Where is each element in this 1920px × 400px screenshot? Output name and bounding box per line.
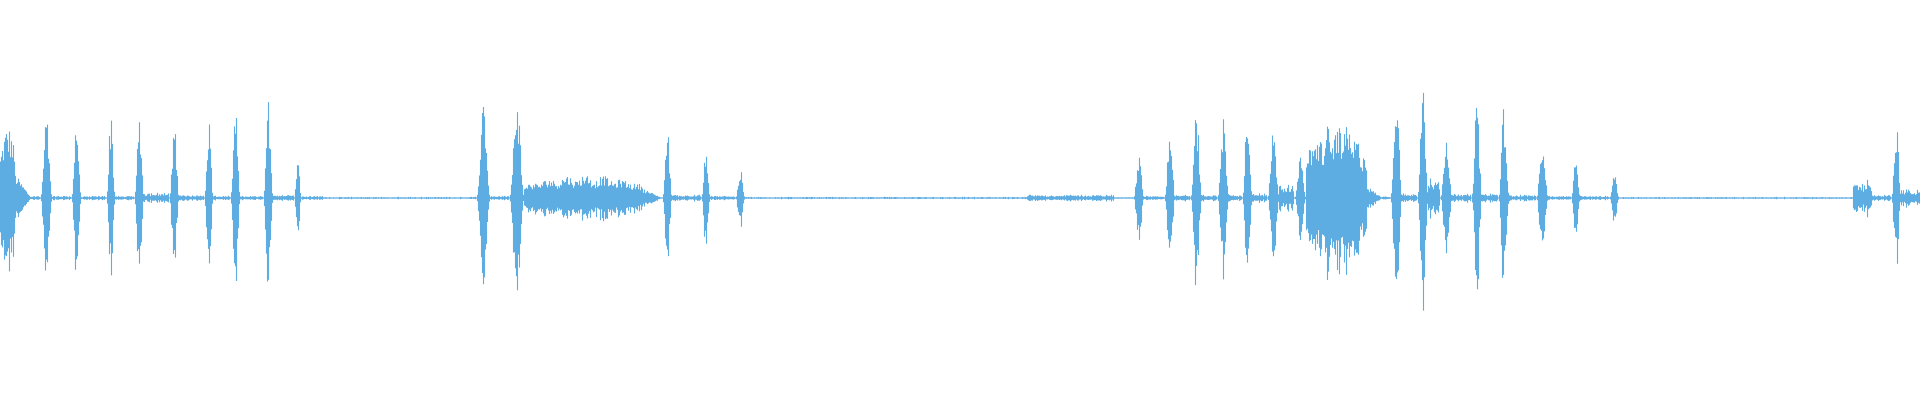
waveform-segment-4 (51, 196, 72, 201)
waveform-segment-41 (1216, 119, 1230, 280)
waveform-segment-43 (1241, 137, 1253, 263)
waveform-segment-9 (133, 122, 145, 264)
waveform-segment-2 (30, 196, 41, 200)
waveform-segment-32 (744, 196, 1028, 200)
waveform-segment-47 (1293, 157, 1307, 240)
waveform-segment-53 (1416, 92, 1429, 311)
waveform-segment-42 (1228, 195, 1243, 202)
waveform-segment-5 (70, 135, 82, 270)
waveform-segment-6 (80, 196, 107, 201)
waveform-segment-35 (1132, 157, 1145, 240)
waveform-segment-63 (1570, 165, 1581, 232)
waveform-segment-62 (1547, 195, 1572, 200)
waveform-segment-45 (1266, 135, 1280, 257)
waveform-segment-58 (1481, 193, 1499, 203)
waveform-segment-48 (1305, 126, 1368, 280)
waveform-segment-49 (1366, 188, 1383, 208)
waveform-segment-61 (1535, 156, 1549, 241)
waveform-segment-36 (1143, 195, 1165, 201)
waveform-segment-65 (1608, 177, 1620, 221)
waveform-segment-70 (1900, 189, 1920, 208)
waveform-segment-13 (203, 124, 214, 264)
waveform-segment-8 (114, 196, 135, 201)
waveform-segment-44 (1251, 193, 1268, 203)
waveform-segment-0 (0, 131, 16, 272)
waveform-segment-29 (700, 156, 711, 244)
waveform-segment-52 (1401, 193, 1418, 202)
waveform-segment-37 (1163, 141, 1176, 248)
waveform-segment-54 (1427, 178, 1441, 219)
waveform-segment-50 (1381, 196, 1391, 200)
waveform-segment-51 (1389, 120, 1403, 279)
waveform-segment-34 (1113, 197, 1134, 199)
waveform-segment-64 (1579, 195, 1610, 201)
waveform-segment-3 (39, 124, 53, 271)
waveform-segment-15 (229, 118, 241, 281)
waveform-segment-21 (322, 196, 477, 200)
waveform-segment-59 (1497, 109, 1510, 278)
waveform-segment-40 (1201, 194, 1218, 202)
waveform-segment-39 (1189, 120, 1203, 286)
waveform-segment-19 (293, 165, 302, 231)
waveform-segment-20 (300, 196, 324, 200)
waveform-segment-10 (143, 192, 170, 203)
waveform-segment-55 (1439, 142, 1453, 254)
waveform-segment-25 (523, 176, 644, 222)
waveform-amplitude-bars (0, 92, 1920, 311)
waveform-segment-38 (1174, 194, 1191, 202)
waveform-segment-33 (1026, 194, 1115, 202)
waveform-segment-60 (1508, 194, 1537, 202)
waveform-segment-18 (272, 195, 295, 201)
waveform-segment-69 (1890, 132, 1902, 264)
waveform-segment-26 (642, 189, 663, 207)
waveform-segment-30 (709, 195, 736, 201)
waveform-segment-22 (475, 107, 491, 285)
waveform-segment-14 (212, 195, 231, 201)
waveform-segment-12 (178, 195, 205, 201)
waveform-segment-66 (1618, 196, 1854, 200)
waveform-segment-16 (239, 196, 264, 201)
waveform-segment-68 (1871, 195, 1892, 201)
waveform-segment-67 (1852, 179, 1873, 218)
waveform-segment-17 (262, 102, 274, 282)
waveform-segment-24 (508, 112, 525, 291)
waveform-segment-11 (168, 134, 180, 258)
waveform-segment-1 (14, 175, 32, 218)
waveform-segment-28 (671, 194, 702, 202)
waveform-segment-31 (734, 172, 746, 227)
waveform-segment-57 (1470, 108, 1483, 290)
waveform-segment-23 (489, 195, 510, 201)
waveform-segment-7 (105, 120, 116, 276)
waveform-segment-56 (1451, 193, 1472, 203)
waveform-segment-27 (661, 137, 673, 257)
waveform-segment-46 (1278, 184, 1295, 212)
